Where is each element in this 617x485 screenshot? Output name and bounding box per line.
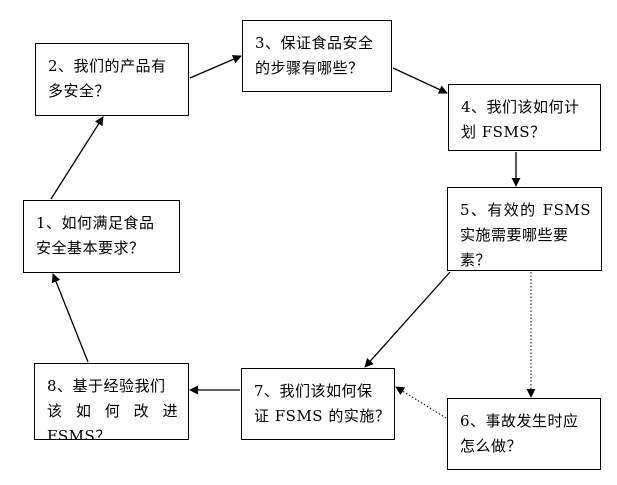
node-text-line: 多安全？: [48, 82, 111, 100]
node-text-line: 划 FSMS？: [461, 123, 546, 141]
node-text-line: 5、有效的 FSMS: [460, 201, 591, 219]
node-text-line: 3、保证食品安全: [255, 34, 374, 52]
arrow-n5-to-n7: [364, 271, 451, 368]
node-6-incident-response: 6、事故发生时应 怎么做？: [447, 398, 601, 470]
arrow-n6-to-n7-dotted: [395, 386, 447, 419]
node-text-line: 安全基本要求？: [36, 239, 145, 257]
node-7-ensure-implementation: 7、我们该如何保 证 FSMS 的实施？: [241, 368, 395, 440]
node-text-line: 素？: [460, 251, 492, 269]
node-1-basic-requirements: 1、如何满足食品 安全基本要求？: [23, 200, 180, 273]
arrow-n2-to-n3: [189, 55, 242, 79]
node-3-food-safety-steps: 3、保证食品安全 的步骤有哪些？: [242, 20, 392, 92]
node-4-plan-fsms: 4、我们该如何计 划 FSMS？: [448, 84, 601, 151]
node-text-line: 7、我们该如何保: [254, 382, 373, 400]
node-text-line: FSMS？: [47, 427, 111, 440]
node-8-improve-fsms: 8、基于经验我们 该 如 何 改 进 FSMS？: [34, 363, 189, 440]
node-text-line: 实施需要哪些要: [460, 226, 569, 244]
arrow-n3-to-n4: [392, 67, 448, 94]
node-5-fsms-elements: 5、有效的 FSMS 实施需要哪些要 素？: [447, 187, 602, 271]
node-text-line: 证 FSMS 的实施？: [254, 407, 391, 425]
node-2-product-safety: 2、我们的产品有 多安全？: [35, 43, 189, 116]
node-text-line: 该 如 何 改 进: [47, 402, 178, 420]
node-text-line: 8、基于经验我们: [47, 377, 166, 395]
node-text-line: 6、事故发生时应: [460, 412, 579, 430]
node-text-line: 4、我们该如何计: [461, 98, 580, 116]
arrow-n8-to-n1: [51, 273, 89, 363]
node-text-line: 的步骤有哪些？: [255, 59, 364, 77]
arrow-n1-to-n2: [50, 116, 104, 200]
node-text-line: 2、我们的产品有: [48, 57, 167, 75]
node-text-line: 怎么做？: [460, 437, 523, 455]
node-text-line: 1、如何满足食品: [36, 214, 155, 232]
